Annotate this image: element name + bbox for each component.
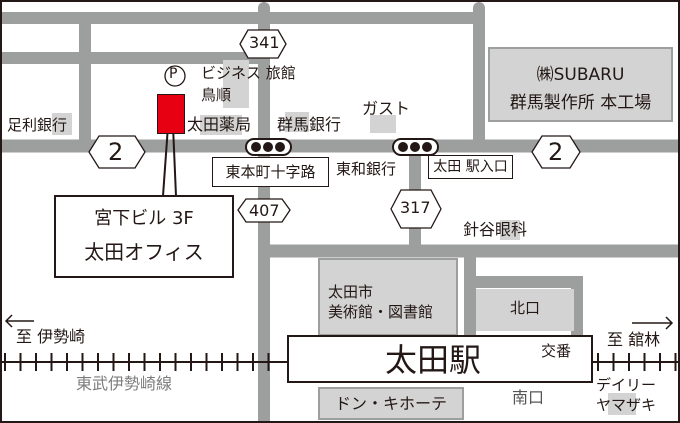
- traffic-light-right: [392, 138, 439, 156]
- business-hotel-name: 鳥順: [201, 86, 232, 104]
- railway-line: [2, 353, 678, 371]
- intersection-name: 東本町十字路: [225, 163, 316, 181]
- route-2-right-label: 2: [548, 138, 564, 166]
- daily-yamazaki-line1: デイリー: [596, 376, 657, 394]
- museum-line1: 太田市: [328, 283, 374, 301]
- subaru-name: ㈱SUBARU: [536, 65, 625, 85]
- arrows: [4, 314, 674, 330]
- subaru-plant: ㈱SUBARU 群馬製作所 本工場: [488, 47, 673, 122]
- parking-label: P: [169, 66, 178, 82]
- route-341-label: 341: [249, 33, 280, 52]
- office-line1: 宮下ビル 3F: [94, 208, 194, 229]
- railway-name-label: 東武伊勢崎線: [76, 374, 173, 393]
- ota-eki-iriguchi-label: 太田 駅入口: [428, 155, 513, 179]
- towa-bank-label: 東和銀行: [336, 160, 397, 178]
- traffic-light-left: [245, 138, 292, 156]
- museum-library: 太田市 美術館・図書館: [318, 258, 458, 336]
- higashihoncho-intersection-label: 東本町十字路: [212, 157, 329, 187]
- to-isesaki-label: 至 伊勢崎: [16, 327, 86, 346]
- route-407-label: 407: [249, 201, 280, 220]
- gusto-label: ガスト: [362, 99, 411, 118]
- route-407-sign: [237, 198, 291, 223]
- road-north-exit: [464, 251, 583, 335]
- office-callout: 宮下ビル 3F 太田オフィス: [54, 195, 234, 278]
- route-2-sign-left: [88, 135, 146, 169]
- station-name: 太田駅: [385, 341, 482, 379]
- parking-icon: [164, 65, 186, 87]
- office-line2: 太田オフィス: [84, 240, 204, 264]
- south-exit-label: 南口: [512, 388, 545, 407]
- ashikaga-bank-label: 足利銀行: [7, 116, 68, 134]
- north-exit-label: 北口: [509, 299, 540, 317]
- route-2-sign-right: [531, 135, 581, 169]
- arrow-left-icon: [4, 314, 34, 328]
- gunma-bank-label: 群馬銀行: [277, 115, 342, 134]
- office-building-marker[interactable]: [157, 94, 185, 134]
- harigaya-eye-clinic-label: 針谷眼科: [463, 220, 528, 239]
- koban-label: 交番: [541, 342, 572, 360]
- daily-yamazaki-line2: ヤマザキ: [596, 396, 657, 414]
- ota-pharmacy-label: 太田薬局: [187, 115, 252, 134]
- business-hotel-label: ビジネス 旅館: [201, 64, 296, 82]
- route-2-left-label: 2: [108, 138, 124, 166]
- arrow-right-icon: [632, 316, 674, 330]
- museum-line2: 美術館・図書館: [328, 303, 434, 321]
- to-tatebayashi-label: 至 舘林: [607, 330, 661, 349]
- ota-station[interactable]: 太田駅 交番: [287, 335, 593, 383]
- office-leader-line: [162, 125, 177, 197]
- north-exit: 北口: [476, 289, 574, 331]
- don-quijote-label: ドン・キホーテ: [334, 394, 447, 413]
- route-317-sign: [390, 189, 442, 229]
- subaru-plant-name: 群馬製作所 本工場: [509, 93, 652, 113]
- don-quijote: ドン・キホーテ: [318, 387, 464, 420]
- route-317-label: 317: [400, 198, 431, 217]
- intersection-name: 太田 駅入口: [433, 159, 508, 175]
- route-341-sign: [239, 29, 287, 59]
